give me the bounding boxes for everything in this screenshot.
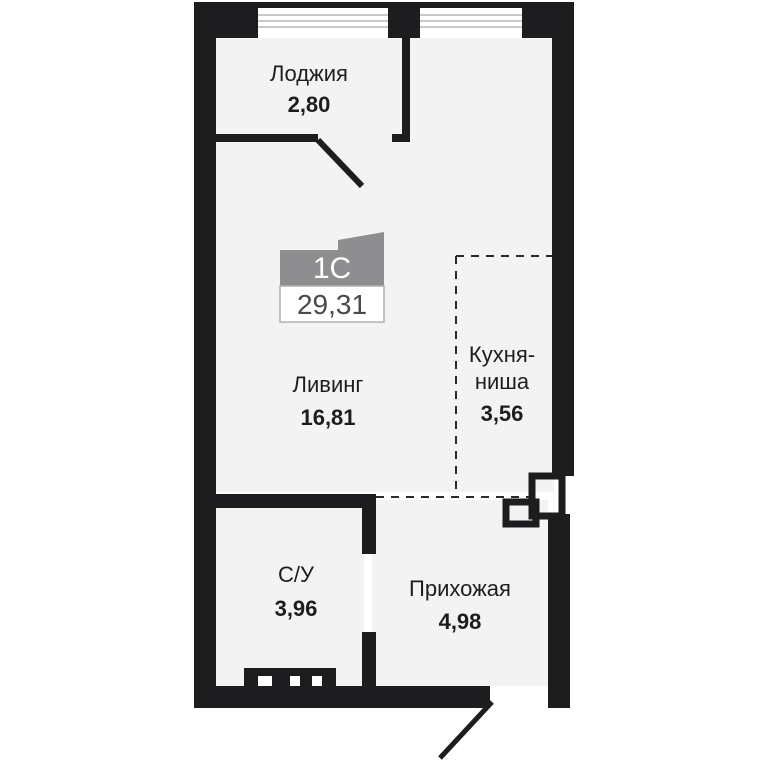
kitchen-name-line2: ниша xyxy=(475,369,530,394)
window-icon xyxy=(258,8,522,38)
bathroom-name: С/У xyxy=(278,562,315,587)
ventilation-shaft-icon xyxy=(502,472,566,528)
loggia-area: 2,80 xyxy=(288,92,331,117)
hallway-area: 4,98 xyxy=(439,609,482,634)
kitchen-niche-outline xyxy=(376,255,552,498)
kitchen-area: 3,56 xyxy=(481,401,524,426)
badge-type: 1С xyxy=(313,252,351,285)
bathroom-area: 3,96 xyxy=(275,596,318,621)
badge-total-area: 29,31 xyxy=(297,289,367,320)
bath-fixtures-icon xyxy=(244,668,336,690)
badge-roof-shape xyxy=(280,232,384,286)
kitchen-name-line1: Кухня- xyxy=(469,342,535,367)
badge-area-frame xyxy=(279,285,385,323)
loggia-name: Лоджия xyxy=(270,61,348,86)
living-name: Ливинг xyxy=(293,372,364,397)
hallway-floor xyxy=(372,500,548,686)
apartment-badge: 1С 29,31 xyxy=(279,232,385,323)
living-area: 16,81 xyxy=(300,405,355,430)
hallway-name: Прихожая xyxy=(409,576,511,601)
entrance-door-swing-icon xyxy=(438,700,494,760)
door-swing-icon xyxy=(315,137,365,189)
bathroom-floor xyxy=(214,508,364,686)
